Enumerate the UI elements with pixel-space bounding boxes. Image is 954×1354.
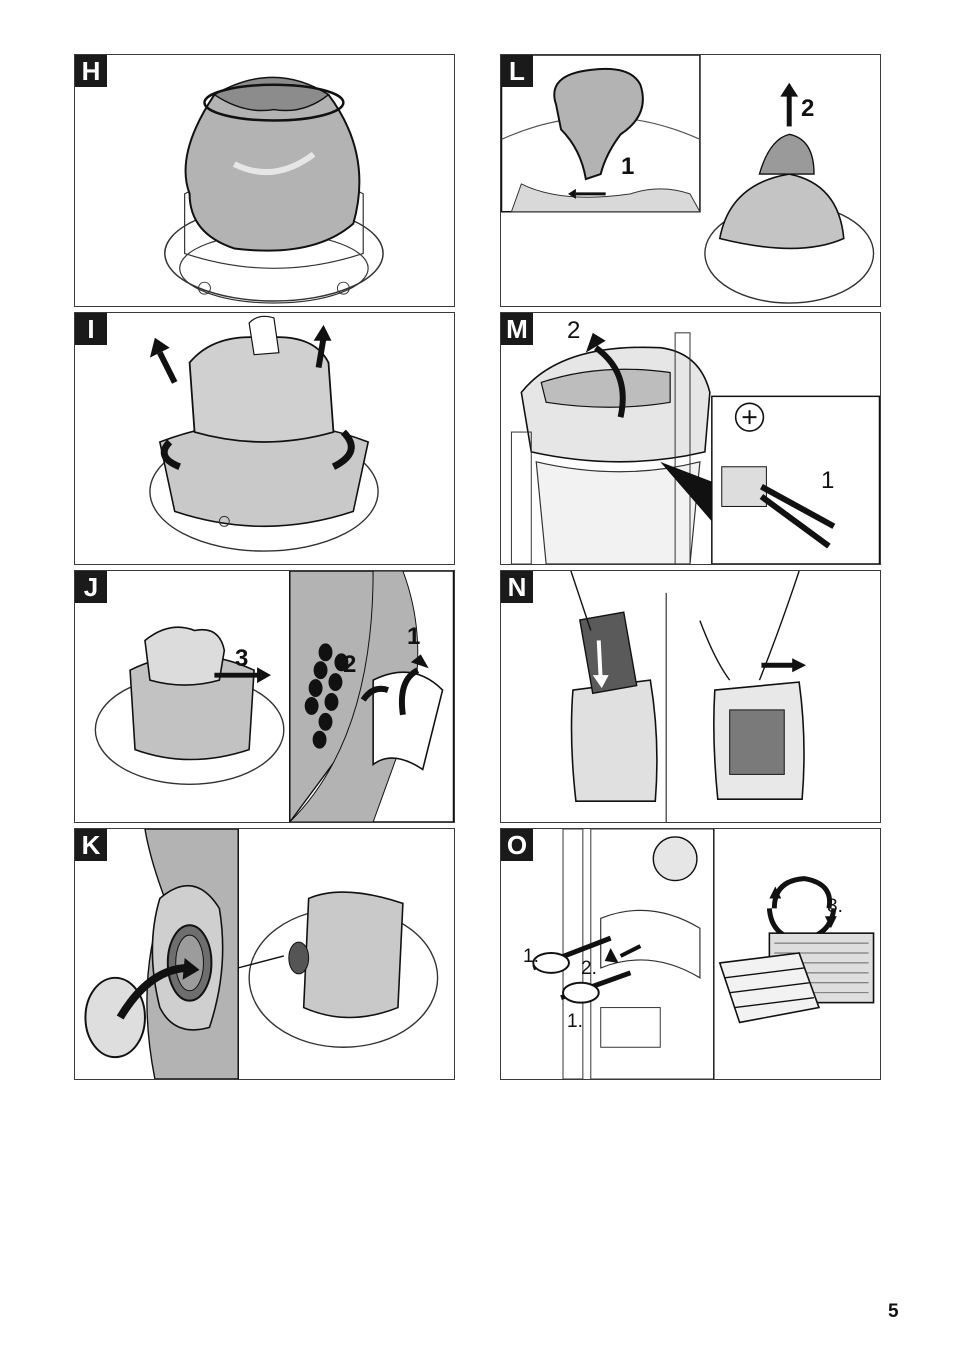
step-number: 3. — [827, 897, 843, 916]
panel-m: M 2 1 — [500, 312, 881, 565]
panel-k: K — [74, 828, 455, 1080]
illustration-filter-bag-disposal — [501, 571, 880, 822]
step-number: 2 — [801, 97, 814, 121]
step-number: 2 — [567, 319, 580, 343]
step-number: 1 — [407, 625, 420, 649]
panel-label: J — [75, 571, 107, 603]
illustration-flat-filter-replacement — [501, 829, 880, 1079]
panel-h: H — [74, 54, 455, 307]
page-number: 5 — [888, 1301, 899, 1323]
illustration-head-removal — [501, 313, 880, 564]
step-number: 2. — [581, 959, 597, 978]
step-number: 3 — [235, 647, 248, 671]
panel-label: O — [501, 829, 533, 861]
step-number: 2 — [343, 653, 356, 677]
illustration-seal-ring-fitting — [75, 829, 454, 1079]
step-number: 1. — [567, 1012, 583, 1031]
step-number: 1 — [821, 469, 834, 493]
panel-o: O 1. 2. 1. 3. — [500, 828, 881, 1080]
panel-label: N — [501, 571, 533, 603]
illustration-filter-bag-removal — [75, 55, 454, 306]
illustration-bag-seal — [501, 55, 880, 306]
panel-label: L — [501, 55, 533, 87]
step-number: 1 — [621, 155, 634, 179]
step-number: 1. — [523, 947, 539, 966]
panel-l: L 1 2 — [500, 54, 881, 307]
illustration-bag-insert — [75, 571, 454, 822]
panel-label: I — [75, 313, 107, 345]
panel-label: M — [501, 313, 533, 345]
panel-n: N — [500, 570, 881, 823]
illustration-bag-pull-out — [75, 313, 454, 564]
panel-label: H — [75, 55, 107, 87]
panel-j: J 3 2 1 — [74, 570, 455, 823]
panel-label: K — [75, 829, 107, 861]
panel-i: I — [74, 312, 455, 565]
